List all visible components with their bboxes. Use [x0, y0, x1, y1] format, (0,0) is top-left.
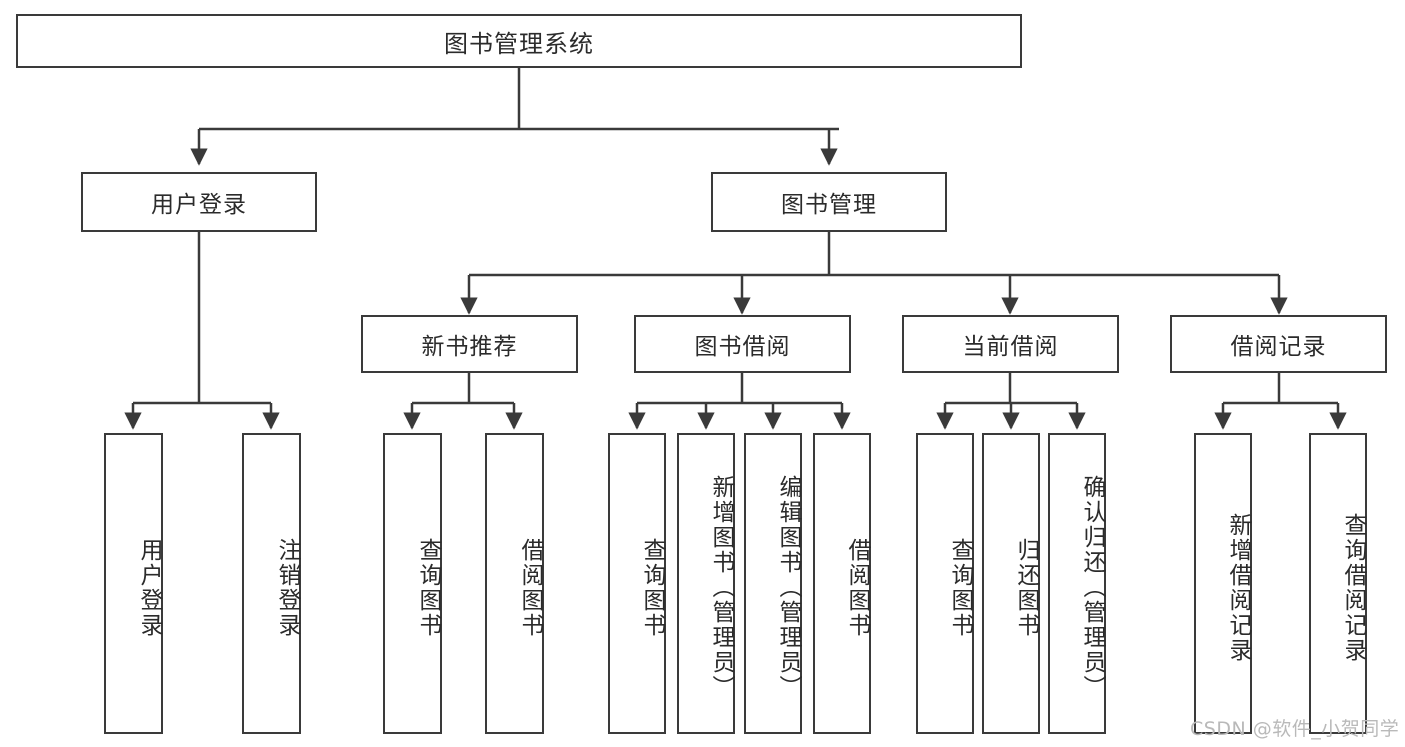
node-label: 归还图书	[1013, 537, 1039, 638]
node-label: 当前借阅	[962, 334, 1059, 360]
node-label: 注销登录	[274, 537, 300, 638]
node-label: 查询图书	[947, 537, 973, 638]
node-label: 借阅图书	[844, 537, 870, 638]
node-leaf-query-book-1[interactable]: 查询图书	[383, 433, 442, 734]
node-book-borrow[interactable]: 图书借阅	[634, 315, 851, 373]
node-label: 图书借阅	[694, 334, 791, 360]
node-label: 查询借阅记录	[1340, 512, 1366, 663]
node-label: 借阅图书	[517, 537, 543, 638]
node-label: 查询图书	[415, 537, 441, 638]
node-leaf-add-book[interactable]: 新增图书（管理员）	[677, 433, 735, 734]
csdn-watermark: CSDN @软件_小贺同学	[1190, 718, 1400, 740]
node-leaf-return-book[interactable]: 归还图书	[982, 433, 1040, 734]
node-book-management-system[interactable]: 图书管理系统	[16, 14, 1022, 68]
node-label: 查询图书	[639, 537, 665, 638]
node-current-borrow[interactable]: 当前借阅	[902, 315, 1119, 373]
node-leaf-query-book-2[interactable]: 查询图书	[608, 433, 666, 734]
node-leaf-borrow-book-2[interactable]: 借阅图书	[813, 433, 871, 734]
node-new-book-rec[interactable]: 新书推荐	[361, 315, 578, 373]
node-leaf-confirm-return[interactable]: 确认归还（管理员）	[1048, 433, 1106, 734]
node-user-login[interactable]: 用户登录	[81, 172, 317, 232]
node-leaf-logout-login[interactable]: 注销登录	[242, 433, 301, 734]
node-borrow-record[interactable]: 借阅记录	[1170, 315, 1387, 373]
node-label: 确认归还（管理员）	[1079, 475, 1105, 700]
node-label: 用户登录	[151, 192, 247, 218]
node-label: 新增借阅记录	[1225, 512, 1251, 663]
node-leaf-borrow-book-1[interactable]: 借阅图书	[485, 433, 544, 734]
node-leaf-query-record[interactable]: 查询借阅记录	[1309, 433, 1367, 734]
node-label: 图书管理	[781, 192, 877, 218]
node-label: 编辑图书（管理员）	[775, 475, 801, 700]
node-leaf-edit-book[interactable]: 编辑图书（管理员）	[744, 433, 802, 734]
node-book-manage[interactable]: 图书管理	[711, 172, 947, 232]
node-leaf-query-book-3[interactable]: 查询图书	[916, 433, 974, 734]
node-leaf-user-login[interactable]: 用户登录	[104, 433, 163, 734]
node-leaf-add-record[interactable]: 新增借阅记录	[1194, 433, 1252, 734]
node-label: 借阅记录	[1230, 334, 1327, 360]
node-label: 新增图书（管理员）	[708, 475, 734, 700]
node-label: 新书推荐	[421, 334, 518, 360]
node-label: 用户登录	[136, 537, 162, 638]
node-label: 图书管理系统	[444, 29, 594, 58]
